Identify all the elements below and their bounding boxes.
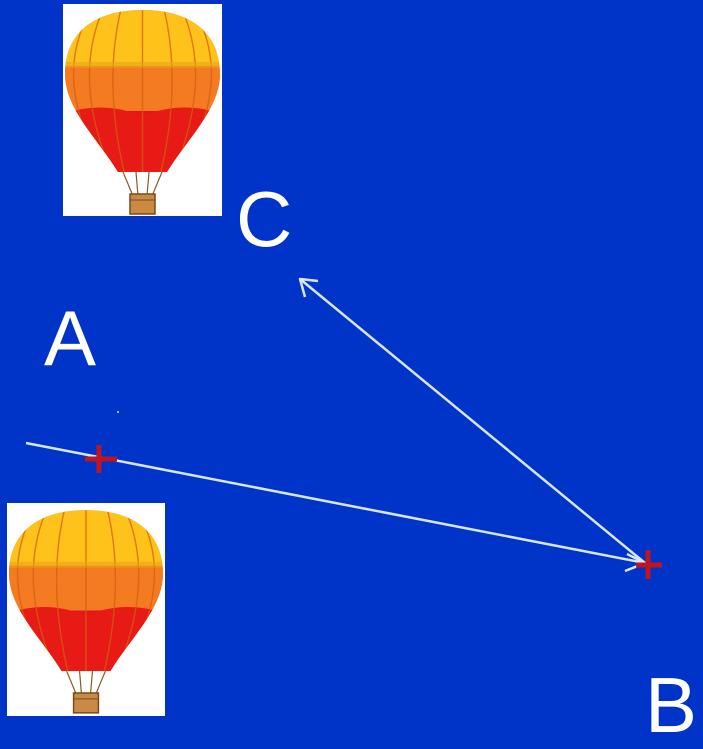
arrow-line-b-to-c: [299, 278, 646, 564]
hot-air-balloon-icon: [8, 510, 164, 714]
cross-marker-b: [636, 550, 662, 579]
hot-air-balloon-icon: [65, 10, 220, 215]
label-b: B: [645, 661, 698, 749]
label-c: C: [236, 175, 293, 263]
label-a: A: [44, 294, 97, 382]
stray-dot: [117, 411, 119, 413]
cross-marker-a: [85, 445, 117, 473]
arrowhead-c: [298, 277, 319, 298]
hot-air-balloon-top-image: [63, 4, 222, 216]
hot-air-balloon-bottom-image: [7, 503, 165, 716]
arrow-line-to-b: [25, 441, 646, 565]
